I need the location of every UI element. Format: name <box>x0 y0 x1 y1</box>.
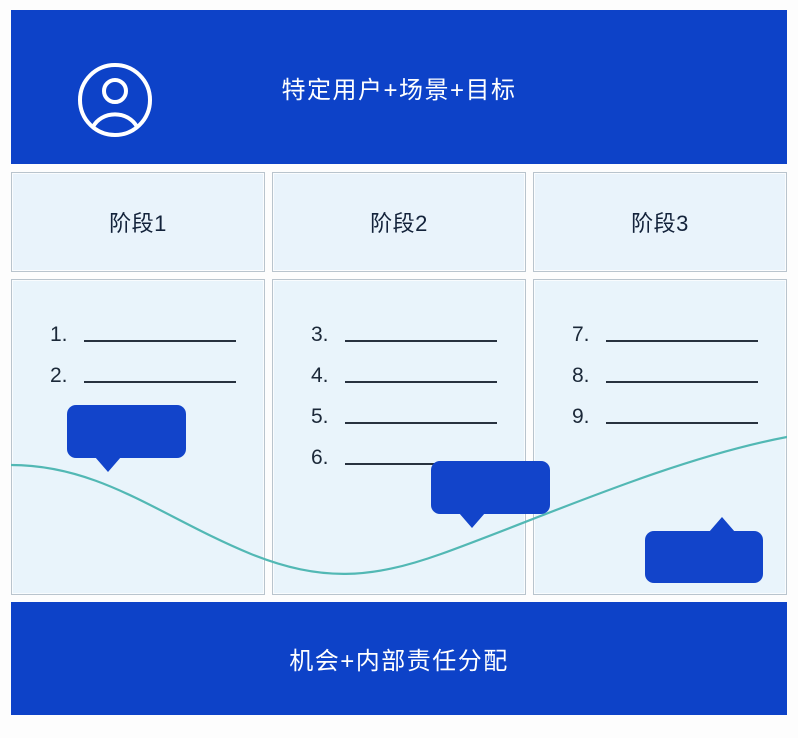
stage-header-1[interactable]: 阶段1 <box>11 172 265 272</box>
stage-2-item-list: 3. 4. 5. 6. <box>273 280 525 471</box>
stage-header-2[interactable]: 阶段2 <box>272 172 526 272</box>
callout-bubble-3[interactable] <box>645 517 763 583</box>
list-item[interactable]: 7. <box>572 307 766 348</box>
list-item[interactable]: 4. <box>311 348 505 389</box>
callout-bubble-2[interactable] <box>431 461 550 528</box>
list-item-blank-line[interactable] <box>606 340 758 342</box>
list-item-number: 6. <box>311 446 329 469</box>
stage-1-item-list: 1. 2. <box>12 280 264 389</box>
stage-3-item-list: 7. 8. 9. <box>534 280 786 430</box>
list-item-blank-line[interactable] <box>606 422 758 424</box>
footer-title: 机会+内部责任分配 <box>289 648 509 675</box>
list-item[interactable]: 1. <box>50 307 244 348</box>
list-item-number: 4. <box>311 364 329 387</box>
banner-title: 特定用户+场景+目标 <box>281 76 517 104</box>
list-item-number: 3. <box>311 323 329 346</box>
list-item-number: 2. <box>50 364 68 387</box>
stage-header-1-label: 阶段1 <box>109 211 167 236</box>
list-item-number: 7. <box>572 323 590 346</box>
list-item[interactable]: 5. <box>311 389 505 430</box>
list-item-number: 8. <box>572 364 590 387</box>
stage-body-card-2[interactable]: 3. 4. 5. 6. <box>272 279 526 595</box>
list-item[interactable]: 8. <box>572 348 766 389</box>
list-item-blank-line[interactable] <box>606 381 758 383</box>
list-item-blank-line[interactable] <box>345 340 497 342</box>
stage-header-3-label: 阶段3 <box>631 211 689 236</box>
list-item-number: 9. <box>572 405 590 428</box>
list-item[interactable]: 2. <box>50 348 244 389</box>
stage-header-2-label: 阶段2 <box>370 211 428 236</box>
list-item-number: 1. <box>50 323 68 346</box>
user-circle-icon <box>75 60 155 140</box>
list-item-blank-line[interactable] <box>84 340 236 342</box>
list-item-blank-line[interactable] <box>345 422 497 424</box>
list-item-blank-line[interactable] <box>84 381 236 383</box>
stage-header-3[interactable]: 阶段3 <box>533 172 787 272</box>
stage-header-row: 阶段1 阶段2 阶段3 <box>11 172 787 272</box>
bottom-banner: 机会+内部责任分配 <box>11 602 787 715</box>
list-item-number: 5. <box>311 405 329 428</box>
list-item-blank-line[interactable] <box>345 381 497 383</box>
list-item[interactable]: 3. <box>311 307 505 348</box>
top-banner: 特定用户+场景+目标 <box>11 10 787 164</box>
list-item[interactable]: 9. <box>572 389 766 430</box>
callout-bubble-1[interactable] <box>67 405 186 472</box>
